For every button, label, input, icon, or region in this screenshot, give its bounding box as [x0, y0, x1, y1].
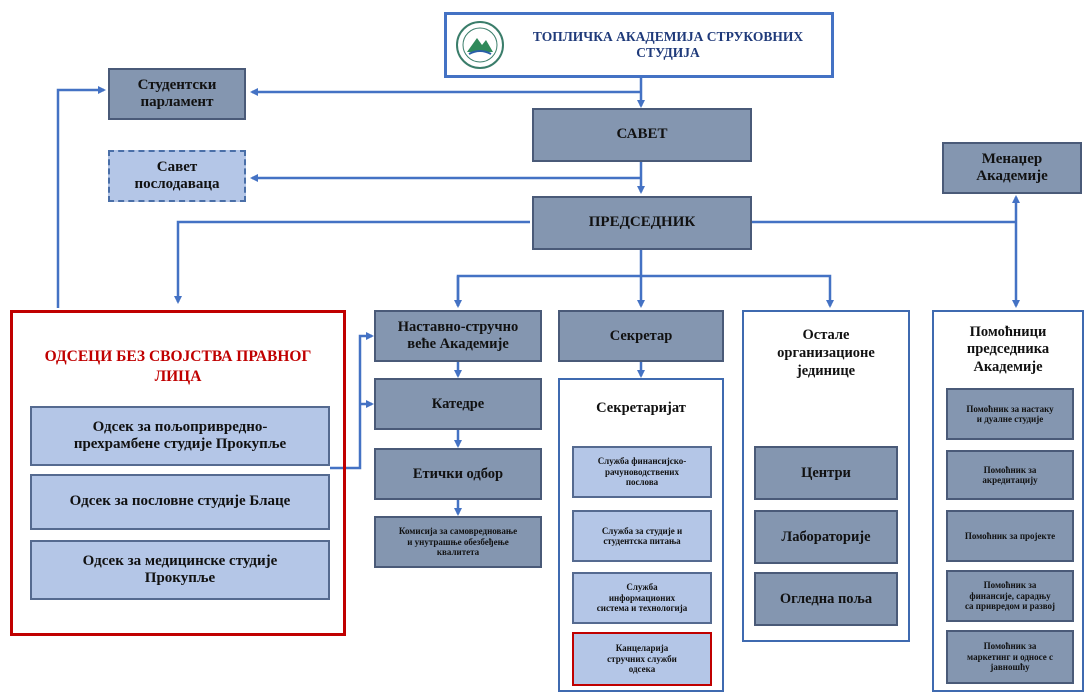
- service-finance-line3: послова: [625, 477, 659, 488]
- qa-commission-box: Комисија за самовредновање и унутрашње о…: [374, 516, 542, 568]
- assistant-teaching-box: Помоћник за настаку и дуалне студије: [946, 388, 1074, 440]
- president-box: ПРЕДСЕДНИК: [532, 196, 752, 250]
- assistant-finance-line1: Помоћник за: [983, 580, 1037, 591]
- chairs-label: Катедре: [431, 395, 485, 412]
- assistants-frame: Помоћници председника Академије: [932, 310, 1084, 692]
- service-students-box: Служба за студије и студентска питања: [572, 510, 712, 562]
- laboratories-box: Лабораторије: [754, 510, 898, 564]
- other-units-title-line2: организационе: [777, 345, 875, 362]
- department-medical-line2: Прокупље: [144, 570, 216, 586]
- academic-council-line1: Наставно-стручно: [397, 319, 519, 336]
- council-label: САВЕТ: [616, 126, 668, 143]
- department-medical: Одсек за медицинске студије Прокупље: [30, 540, 330, 600]
- council-box: САВЕТ: [532, 108, 752, 162]
- centers-box: Центри: [754, 446, 898, 500]
- qa-commission-line1: Комисија за самовредновање: [398, 526, 518, 537]
- departments-title-line2: ЛИЦА: [154, 368, 202, 386]
- office-line1: Канцеларија: [615, 643, 669, 654]
- assistants-title-line2: председника: [966, 341, 1050, 358]
- employers-council-line1: Савет: [156, 158, 198, 175]
- academic-council-box: Наставно-стручно веће Академије: [374, 310, 542, 362]
- service-it-line3: система и технологија: [596, 603, 688, 614]
- assistants-title-line3: Академије: [973, 358, 1043, 375]
- student-parliament-line1: Студентски: [137, 76, 217, 93]
- employers-council-box: Савет послодаваца: [108, 150, 246, 202]
- departments-title-line1: ОДСЕЦИ БЕЗ СВОЈСТВА ПРАВНОГ: [44, 348, 312, 365]
- assistant-marketing-line1: Помоћник за: [983, 641, 1037, 652]
- department-business: Одсек за пословне студије Блаце: [30, 474, 330, 530]
- service-it-line2: информационих: [608, 592, 676, 603]
- service-it-line1: Служба: [626, 582, 658, 593]
- academy-logo-icon: [456, 21, 504, 69]
- assistant-accreditation-box: Помоћник за акредитацију: [946, 450, 1074, 500]
- assistant-marketing-box: Помоћник за маркетинг и односе с јавношћ…: [946, 630, 1074, 684]
- manager-box: Менаџер Академије: [942, 142, 1082, 194]
- service-finance-box: Служба финансијско- рачуноводствених пос…: [572, 446, 712, 498]
- assistant-finance-line2: финансије, сарадњу: [969, 590, 1051, 601]
- office-line2: стручних служби: [607, 653, 677, 664]
- student-parliament-box: Студентски парламент: [108, 68, 246, 120]
- service-finance-line2: рачуноводствених: [605, 466, 679, 477]
- secretariat-title: Секретаријат: [596, 400, 686, 416]
- assistant-teaching-line2: и дуалне студије: [976, 414, 1044, 424]
- assistant-teaching-line1: Помоћник за настаку: [966, 403, 1054, 414]
- assistant-finance-box: Помоћник за финансије, сарадњу са привре…: [946, 570, 1074, 622]
- academic-council-line2: веће Академије: [407, 336, 509, 352]
- ethics-board-label: Етички одбор: [412, 465, 504, 482]
- laboratories-label: Лабораторије: [781, 528, 871, 545]
- service-students-line1: Служба за студије и: [601, 525, 683, 536]
- academy-header: ТОПЛИЧКА АКАДЕМИЈА СТРУКОВНИХ СТУДИЈА: [444, 12, 834, 78]
- department-medical-line1: Одсек за медицинске студије: [82, 552, 278, 569]
- service-it-box: Служба информационих система и технологи…: [572, 572, 712, 624]
- employers-council-line2: послодаваца: [134, 176, 220, 192]
- assistant-marketing-line2: маркетинг и односе с: [967, 651, 1053, 662]
- other-units-title-line3: јединице: [796, 363, 856, 380]
- assistant-projects-line1: Помоћник за пројекте: [964, 530, 1056, 541]
- secretary-label: Секретар: [609, 327, 673, 344]
- assistant-projects-box: Помоћник за пројекте: [946, 510, 1074, 562]
- qa-commission-line2: и унутрашње обезбеђење: [407, 536, 509, 547]
- service-students-line2: студентска питања: [603, 536, 681, 546]
- fields-label: Огледна поља: [779, 590, 873, 607]
- department-business-line1: Одсек за пословне студије Блаце: [69, 493, 291, 510]
- assistant-accreditation-line2: акредитацију: [982, 475, 1038, 485]
- office-line3: одсека: [628, 664, 656, 675]
- centers-label: Центри: [801, 464, 851, 481]
- header-title-line1: ТОПЛИЧКА АКАДЕМИЈА СТРУКОВНИХ: [532, 28, 804, 44]
- assistants-title-line1: Помоћници: [969, 324, 1047, 340]
- departments-frame: ОДСЕЦИ БЕЗ СВОЈСТВА ПРАВНОГ ЛИЦА: [10, 310, 346, 636]
- chairs-box: Катедре: [374, 378, 542, 430]
- president-label: ПРЕДСЕДНИК: [588, 214, 696, 231]
- manager-line1: Менаџер: [981, 150, 1043, 167]
- header-title-line2: СТУДИЈА: [636, 45, 700, 60]
- assistant-finance-line3: са привредом и развој: [964, 601, 1056, 612]
- other-units-title-line1: Остале: [802, 327, 850, 343]
- assistant-accreditation-line1: Помоћник за: [983, 464, 1037, 475]
- office-box: Канцеларија стручних служби одсека: [572, 632, 712, 686]
- department-agriculture: Одсек за пољопривредно- прехрамбене студ…: [30, 406, 330, 466]
- service-finance-line1: Служба финансијско-: [597, 456, 687, 467]
- fields-box: Огледна поља: [754, 572, 898, 626]
- department-agriculture-line2: прехрамбене студије Прокупље: [73, 436, 287, 452]
- secretary-box: Секретар: [558, 310, 724, 362]
- department-agriculture-line1: Одсек за пољопривредно-: [92, 418, 268, 435]
- student-parliament-line2: парламент: [140, 94, 214, 110]
- assistant-marketing-line3: јавношћу: [990, 662, 1030, 673]
- qa-commission-line3: квалитета: [436, 547, 480, 558]
- ethics-board-box: Етички одбор: [374, 448, 542, 500]
- manager-line2: Академије: [976, 168, 1048, 184]
